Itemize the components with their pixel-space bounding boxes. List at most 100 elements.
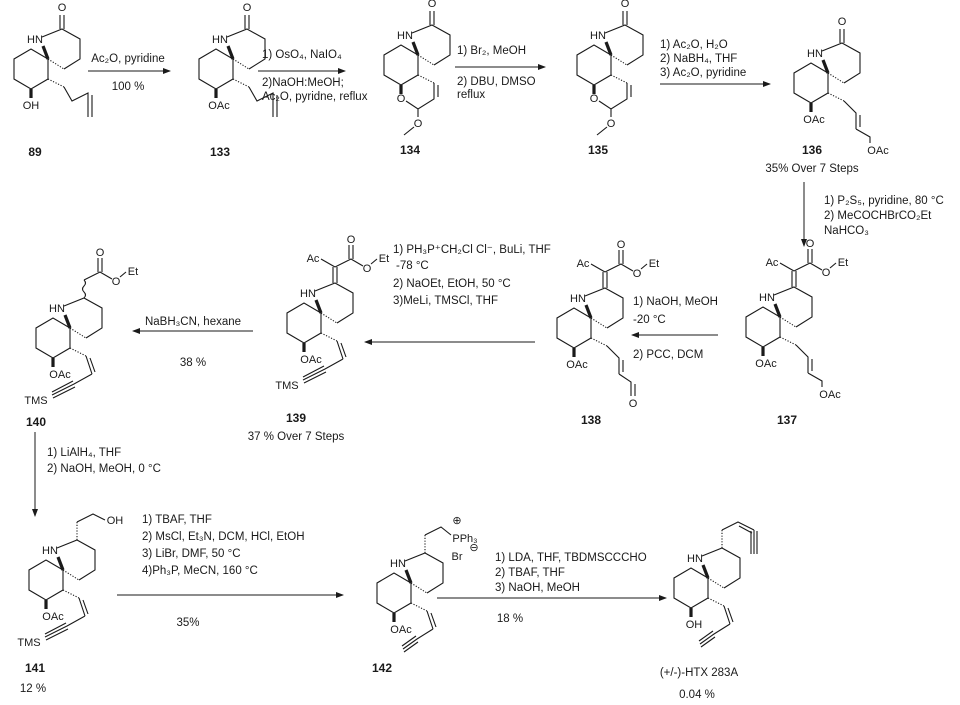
compound-label: 133 xyxy=(210,145,230,159)
step-7: 1) PH₃P⁺CH₂Cl Cl⁻, BuLi, THF -78 °C 2) N… xyxy=(364,244,551,345)
yield-label: 35% Over 7 Steps xyxy=(765,163,859,175)
compound-label: 139 xyxy=(286,411,306,425)
yield-label: 12 % xyxy=(20,683,46,695)
conditions: 1) TBAF, THF xyxy=(142,514,212,526)
conditions: 1) P₂S₅, pyridine, 80 °C xyxy=(824,195,944,207)
atom-label: PPh₃ xyxy=(452,533,477,545)
atom-label: HN xyxy=(212,34,228,46)
atom-label: O xyxy=(607,118,616,130)
atom-label: Ac xyxy=(577,258,590,270)
compound-htx-283a: HN OH xyxy=(672,521,758,648)
step-4: 1) Ac₂O, H₂O 2) NaBH₄, THF 3) Ac₂O, pyri… xyxy=(660,39,771,87)
step-3: 1) Br₂, MeOH 2) DBU, DMSO reflux xyxy=(455,45,546,101)
atom-label: OAc xyxy=(819,389,841,401)
phosphonium-charge: ⊕ xyxy=(452,515,461,527)
atom-label: O xyxy=(363,263,372,275)
yield-label: 37 % Over 7 Steps xyxy=(248,431,345,443)
atom-label: HN xyxy=(397,30,413,42)
atom-label: Et xyxy=(128,266,138,278)
conditions: 3) Ac₂O, pyridine xyxy=(660,67,746,79)
conditions: 2) NaOH, MeOH, 0 °C xyxy=(47,463,161,475)
conditions: NaBH₃CN, hexane xyxy=(145,316,241,328)
compound-141: OH HN OAc TMS xyxy=(17,513,124,649)
atom-label: O xyxy=(397,93,406,105)
step-yield: 38 % xyxy=(180,357,206,369)
atom-label: HN xyxy=(390,558,406,570)
step-10: 1) TBAF, THF 2) MsCl, Et₃N, DCM, HCl, Et… xyxy=(117,514,344,629)
compound-label: 136 xyxy=(802,143,822,157)
conditions: 2) MsCl, Et₃N, DCM, HCl, EtOH xyxy=(142,531,305,543)
conditions: 2)NaOH:MeOH; xyxy=(262,77,344,89)
step-9: 1) LiAlH₄, THF 2) NaOH, MeOH, 0 °C xyxy=(32,432,161,517)
compound-140: O O Et HN OAc TMS xyxy=(24,247,138,407)
atom-label: O xyxy=(414,118,423,130)
compound-137: Ac O O Et HN OAc OAc xyxy=(744,238,848,401)
atom-label: HN xyxy=(807,48,823,60)
conditions: 1) PH₃P⁺CH₂Cl Cl⁻, BuLi, THF xyxy=(393,244,551,256)
step-yield: 35% xyxy=(176,617,199,629)
conditions: reflux xyxy=(457,89,485,101)
compound-133: O HN OAc xyxy=(197,2,278,117)
compound-89: O HN OH xyxy=(12,2,93,117)
compound-label: (+/-)-HTX 283A xyxy=(660,667,739,679)
compound-label: 135 xyxy=(588,143,608,157)
atom-label: Et xyxy=(838,257,848,269)
atom-label: OAc xyxy=(566,359,588,371)
step-yield: 100 % xyxy=(112,81,145,93)
atom-label: OH xyxy=(107,515,124,527)
atom-label: OAc xyxy=(755,358,777,370)
atom-label: OAc xyxy=(42,611,64,623)
atom-label: O xyxy=(243,2,252,14)
conditions: 2) MeCOCHBrCO₂Et xyxy=(824,210,932,222)
step-2: 1) OsO₄, NaIO₄ 2)NaOH:MeOH; Ac₂O, pyridn… xyxy=(258,49,368,103)
step-6: 1) NaOH, MeOH -20 °C 2) PCC, DCM xyxy=(631,296,718,361)
step-11: 1) LDA, THF, TBDMSCCCHO 2) TBAF, THF 3) … xyxy=(437,552,667,625)
conditions: -78 °C xyxy=(396,260,429,272)
atom-label: O xyxy=(621,0,630,10)
atom-label: OAc xyxy=(867,145,889,157)
compound-label: 142 xyxy=(372,661,392,675)
step-8: NaBH₃CN, hexane 38 % xyxy=(132,316,253,369)
conditions: 3)MeLi, TMSCl, THF xyxy=(393,295,498,307)
atom-label: OAc xyxy=(208,100,230,112)
conditions: 3) NaOH, MeOH xyxy=(495,582,580,594)
atom-label: O xyxy=(96,247,105,259)
atom-label: HN xyxy=(49,303,65,315)
atom-label: O xyxy=(822,267,831,279)
conditions: 2) TBAF, THF xyxy=(495,567,565,579)
compound-label: 138 xyxy=(581,413,601,427)
atom-label: HN xyxy=(590,30,606,42)
conditions: 4)Ph₃P, MeCN, 160 °C xyxy=(142,565,258,577)
compound-label: 134 xyxy=(400,143,420,157)
atom-label: HN xyxy=(759,292,775,304)
atom-label: TMS xyxy=(24,395,47,407)
conditions: Ac₂O, pyridne, reflux xyxy=(262,91,368,103)
atom-label: O xyxy=(58,2,67,14)
conditions: -20 °C xyxy=(633,314,666,326)
compound-label: 141 xyxy=(25,661,45,675)
atom-label: OAc xyxy=(300,354,322,366)
compound-label: 140 xyxy=(26,415,46,429)
atom-label: TMS xyxy=(275,380,298,392)
bromide-charge: ⊖ xyxy=(469,542,478,554)
atom-label: OAc xyxy=(390,624,412,636)
atom-label: Br xyxy=(452,551,463,563)
atom-label: Ac xyxy=(766,257,779,269)
atom-label: HN xyxy=(42,545,58,557)
conditions: 1) LiAlH₄, THF xyxy=(47,447,121,459)
conditions: 1) OsO₄, NaIO₄ xyxy=(262,49,342,61)
atom-label: O xyxy=(428,0,437,10)
atom-label: O xyxy=(590,93,599,105)
compound-138: Ac O O Et HN OAc O xyxy=(555,239,659,410)
compound-label: 137 xyxy=(777,413,797,427)
atom-label: HN xyxy=(27,34,43,46)
atom-label: OH xyxy=(686,619,703,631)
conditions: 2) DBU, DMSO xyxy=(457,76,536,88)
conditions: 3) LiBr, DMF, 50 °C xyxy=(142,548,241,560)
atom-label: Et xyxy=(649,258,659,270)
atom-label: O xyxy=(838,16,847,28)
compound-134: O HN O O xyxy=(382,0,452,136)
atom-label: OAc xyxy=(803,114,825,126)
atom-label: O xyxy=(112,276,121,288)
